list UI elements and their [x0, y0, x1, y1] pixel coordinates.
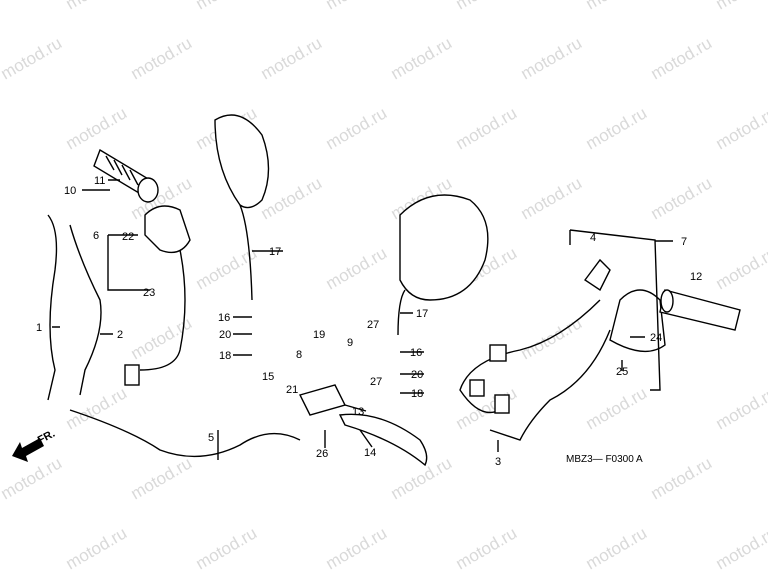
watermark-text: motod.ru	[63, 523, 131, 573]
part-label-9: 9	[347, 337, 353, 349]
watermark-text: motod.ru	[713, 103, 768, 153]
watermark-text: motod.ru	[453, 523, 521, 573]
part-label-21: 21	[286, 384, 298, 396]
part-label-14: 14	[364, 447, 376, 459]
watermark-text: motod.ru	[323, 523, 391, 573]
part-label-27: 27	[367, 319, 379, 331]
part-label-20b: 20	[411, 369, 423, 381]
watermark-text: motod.ru	[583, 383, 651, 433]
part-label-22: 22	[122, 231, 134, 243]
throttle-cable-2	[69, 224, 102, 396]
right-mirror	[397, 194, 489, 336]
part-label-11: 11	[94, 175, 105, 187]
watermark-text: motod.ru	[713, 0, 768, 13]
watermark-text: motod.ru	[63, 0, 131, 13]
watermark-text: motod.ru	[648, 453, 716, 503]
part-label-12: 12	[690, 271, 702, 283]
watermark-text: motod.ru	[128, 313, 196, 363]
right-grip	[659, 289, 741, 331]
diagram-code: MBZ3— F0300 A	[566, 454, 643, 465]
watermark-text: motod.ru	[193, 0, 261, 13]
part-label-4: 4	[590, 232, 596, 244]
watermark-text: motod.ru	[453, 103, 521, 153]
part-label-8: 8	[296, 349, 302, 361]
watermark-text: motod.ru	[63, 103, 131, 153]
part-label-27b: 27	[370, 376, 382, 388]
part-label-3: 3	[495, 456, 501, 468]
part-label-18: 18	[219, 350, 231, 362]
left-switch-housing	[124, 205, 191, 386]
lever-bracket	[298, 384, 347, 416]
watermark-text: motod.ru	[388, 33, 456, 83]
watermark-text: motod.ru	[583, 103, 651, 153]
part-labels: 1 2 3 4 5 6 7 8 9 10 11 12 13 14 15 16 1…	[36, 175, 702, 468]
watermark-text: motod.ru	[518, 33, 586, 83]
clutch-cable	[69, 409, 301, 458]
throttle-grip	[93, 148, 159, 203]
clutch-lever	[338, 413, 428, 467]
watermark-text: motod.ru	[63, 383, 131, 433]
part-label-17b: 17	[416, 308, 428, 320]
part-label-20: 20	[219, 329, 231, 341]
part-label-7: 7	[681, 236, 687, 248]
part-label-18b: 18	[411, 388, 423, 400]
fr-label: FR.	[36, 428, 57, 447]
part-label-25: 25	[616, 366, 628, 378]
watermark-text: motod.ru	[518, 313, 586, 363]
part-label-13: 13	[352, 406, 364, 418]
part-label-24: 24	[650, 332, 662, 344]
parts-drawing	[47, 114, 741, 467]
part-label-26: 26	[316, 448, 328, 460]
assembly-bracket-7	[569, 229, 661, 391]
part-label-17: 17	[269, 246, 281, 258]
watermark-text: motod.ru	[128, 33, 196, 83]
watermark-text: motod.ru	[648, 173, 716, 223]
watermark-text: motod.ru	[713, 243, 768, 293]
part-label-16b: 16	[410, 347, 422, 359]
watermark-text: motod.ru	[0, 33, 65, 83]
part-label-2: 2	[117, 329, 123, 341]
part-label-6: 6	[93, 230, 99, 242]
throttle-cable-1	[47, 214, 58, 401]
watermark-text: motod.ru	[583, 523, 651, 573]
watermark-text: motod.ru	[583, 0, 651, 13]
watermark-text: motod.ru	[193, 523, 261, 573]
part-label-19: 19	[313, 329, 325, 341]
part-label-10: 10	[64, 185, 76, 197]
part-label-16: 16	[218, 312, 230, 324]
watermark-text: motod.ru	[258, 33, 326, 83]
right-switch-housing	[459, 258, 666, 441]
watermark-text: motod.ru	[323, 0, 391, 13]
watermark-text: motod.ru	[323, 103, 391, 153]
part-label-23: 23	[143, 287, 155, 299]
part-label-15: 15	[262, 371, 274, 383]
watermark-text: motod.ru	[0, 453, 65, 503]
watermark-text: motod.ru	[453, 383, 521, 433]
watermark-text: motod.ru	[648, 33, 716, 83]
watermark-text: motod.ru	[453, 0, 521, 13]
watermark-text: motod.ru	[713, 523, 768, 573]
part-label-5: 5	[208, 432, 214, 444]
watermark-text: motod.ru	[323, 243, 391, 293]
watermark-text: motod.ru	[518, 173, 586, 223]
part-label-1: 1	[36, 322, 42, 334]
watermark-text: motod.ru	[713, 383, 768, 433]
watermark-text: motod.ru	[128, 453, 196, 503]
left-mirror	[214, 114, 270, 301]
